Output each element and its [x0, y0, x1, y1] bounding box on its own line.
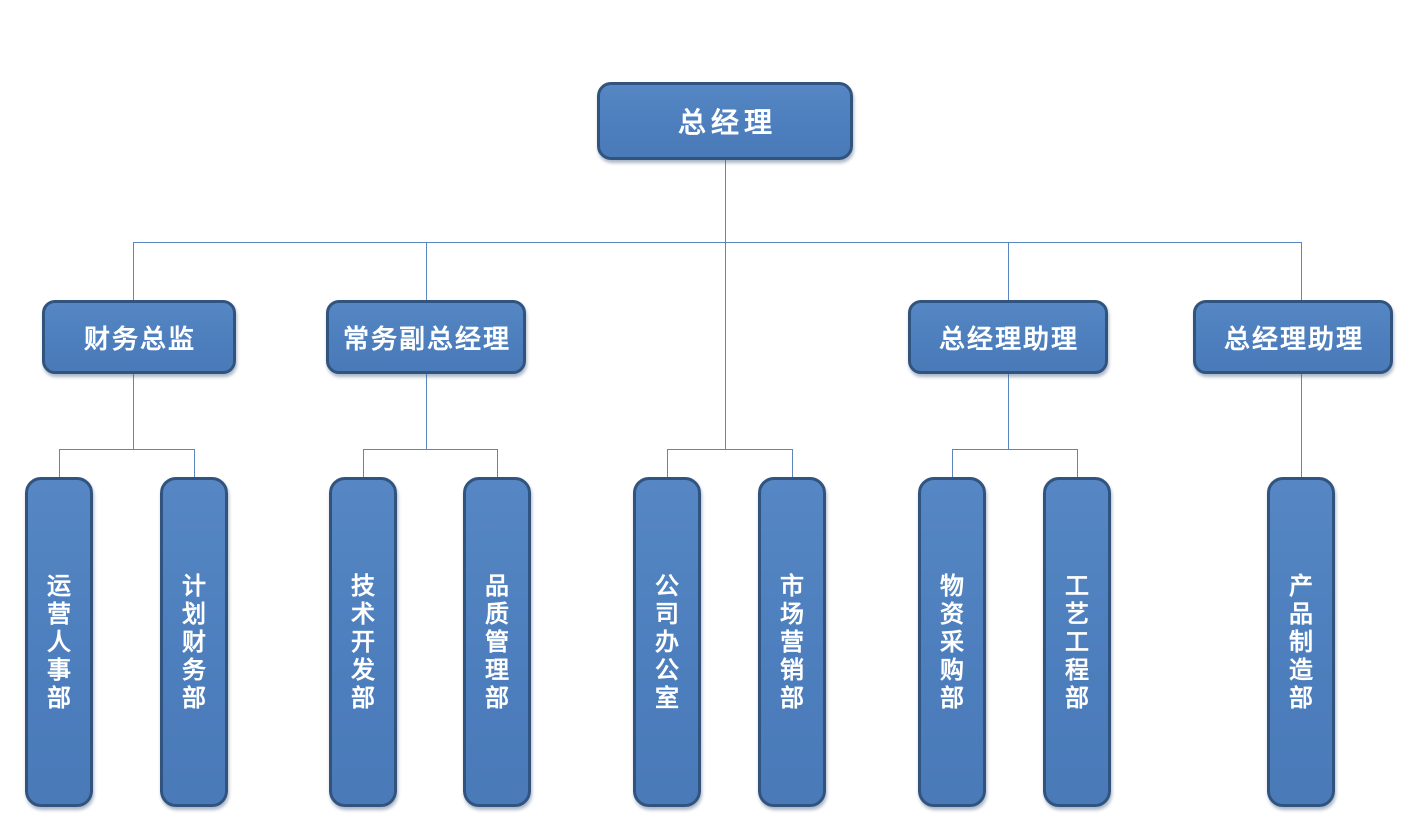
org-node-general-manager: 总经理	[597, 82, 853, 160]
org-node-dept-quality-management: 品质管理部	[463, 477, 531, 807]
org-node-dept-process-engineering: 工艺工程部	[1043, 477, 1111, 807]
org-node-dept-planning-finance: 计划财务部	[160, 477, 228, 807]
connector-drop-gm-assistant-2	[1301, 242, 1302, 300]
connector-root-direct-horizontal	[667, 449, 792, 450]
connector-finance-horizontal	[59, 449, 194, 450]
connector-drop-company-office	[667, 449, 668, 477]
connector-root-vertical	[725, 160, 726, 449]
org-node-dept-company-office: 公司办公室	[633, 477, 701, 807]
org-node-dept-operations-hr: 运营人事部	[25, 477, 93, 807]
connector-assistant1-horizontal	[952, 449, 1077, 450]
org-node-gm-assistant-1: 总经理助理	[908, 300, 1108, 374]
org-node-dept-materials-purchasing: 物资采购部	[918, 477, 986, 807]
connector-drop-process-engineering	[1077, 449, 1078, 477]
connector-drop-planning-finance	[194, 449, 195, 477]
connector-drop-operations-hr	[59, 449, 60, 477]
org-node-dept-marketing: 市场营销部	[758, 477, 826, 807]
connector-assistant2-vertical	[1301, 374, 1302, 477]
connector-drop-marketing	[792, 449, 793, 477]
connector-deputy-vertical	[426, 374, 427, 449]
connector-drop-deputy-gm	[426, 242, 427, 300]
org-node-dept-product-manufacturing: 产品制造部	[1267, 477, 1335, 807]
connector-assistant1-vertical	[1008, 374, 1009, 449]
connector-drop-materials-purchasing	[952, 449, 953, 477]
connector-finance-vertical	[133, 374, 134, 449]
connector-drop-finance-director	[133, 242, 134, 300]
org-node-gm-assistant-2: 总经理助理	[1193, 300, 1393, 374]
connector-top-horizontal	[133, 242, 1301, 243]
connector-drop-quality-mgmt	[497, 449, 498, 477]
connector-drop-tech-dev	[363, 449, 364, 477]
org-node-finance-director: 财务总监	[42, 300, 236, 374]
connector-deputy-horizontal	[363, 449, 497, 450]
connector-drop-gm-assistant-1	[1008, 242, 1009, 300]
org-node-executive-deputy-gm: 常务副总经理	[326, 300, 526, 374]
org-node-dept-tech-development: 技术开发部	[329, 477, 397, 807]
